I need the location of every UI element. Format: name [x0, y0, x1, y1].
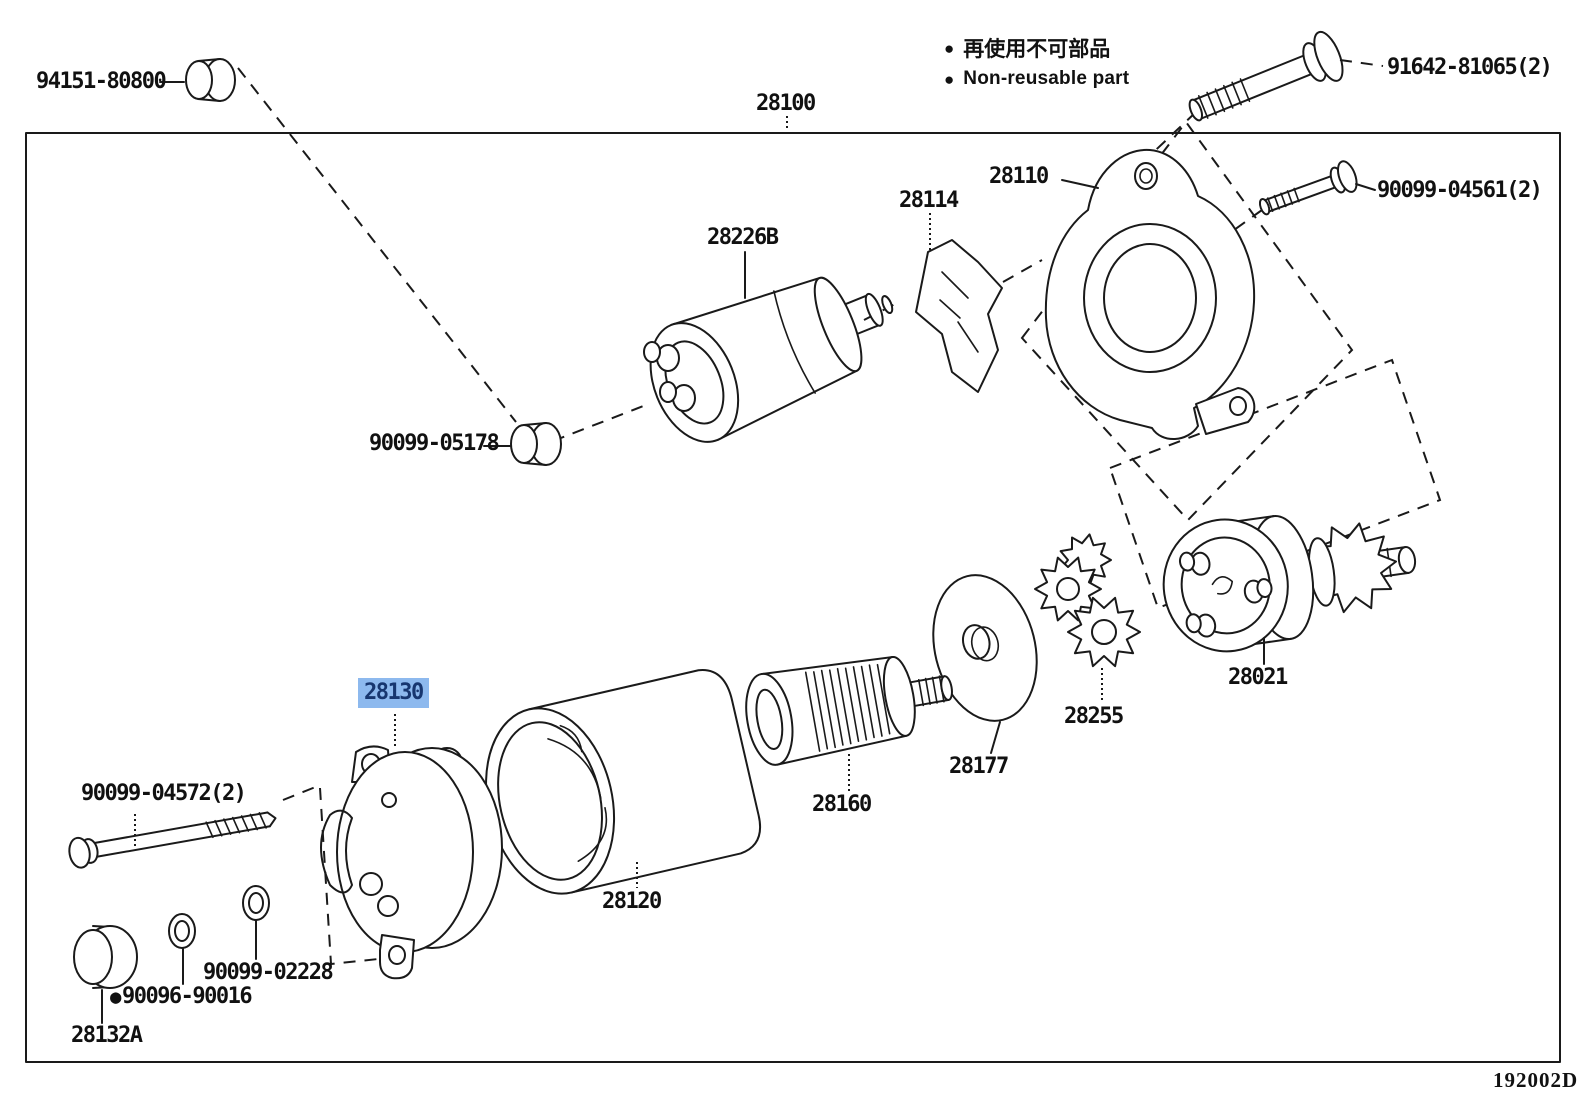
part-label-90099-04572[interactable]: 90099-04572(2) — [81, 781, 247, 806]
part-drawing-nut-94151 — [186, 59, 235, 101]
part-drawing-gears-28255 — [1035, 534, 1140, 666]
part-label-90099-05178[interactable]: 90099-05178 — [369, 431, 500, 456]
diagram-code: 192002D — [1493, 1068, 1579, 1092]
part-drawing-bolt-91642 — [1181, 28, 1348, 136]
assembly-label-28100[interactable]: 28100 — [756, 91, 816, 116]
part-drawing-oring-90016 — [169, 914, 195, 948]
part-label-28226B[interactable]: 28226B — [707, 225, 779, 250]
part-drawing-bolt-04572 — [67, 803, 278, 869]
legend-text-ja: 再使用不可部品 — [963, 37, 1111, 61]
part-drawing-bolt-04561 — [1255, 159, 1360, 223]
part-label-28177[interactable]: 28177 — [949, 754, 1009, 779]
leader-lines — [102, 60, 1383, 1023]
part-label-28110[interactable]: 28110 — [989, 164, 1049, 189]
part-label-28120[interactable]: 28120 — [602, 889, 662, 914]
part-label-28021[interactable]: 28021 — [1228, 665, 1288, 690]
part-drawing-lever-28114 — [916, 240, 1002, 392]
non-reusable-dot-icon: ● — [944, 69, 955, 89]
part-label-28130-highlighted[interactable]: 28130 — [358, 678, 429, 708]
part-drawing-washer-28177 — [919, 564, 1052, 732]
part-label-90099-04561[interactable]: 90099-04561(2) — [1377, 178, 1543, 203]
part-label-91642-81065[interactable]: 91642-81065(2) — [1387, 55, 1553, 80]
part-label-28160[interactable]: 28160 — [812, 792, 872, 817]
part-drawing-cap-28132A — [74, 926, 137, 988]
legend-row-en: ● Non-reusable part — [944, 68, 1129, 90]
diagram-border — [26, 133, 1560, 1062]
non-reusable-dot-icon: ● — [110, 986, 121, 1008]
legend-row-ja: ● 再使用不可部品 — [944, 33, 1129, 63]
part-label-28114[interactable]: 28114 — [899, 188, 959, 213]
part-drawing-housing-28110 — [1046, 150, 1254, 439]
part-label-28255[interactable]: 28255 — [1064, 704, 1124, 729]
part-drawing-oring-02228 — [243, 886, 269, 920]
part-label-90099-02228[interactable]: 90099-02228 — [203, 960, 334, 985]
part-drawing-endframe-28130 — [321, 746, 502, 978]
part-label-28132A[interactable]: 28132A — [71, 1023, 143, 1048]
part-label-90096-90016[interactable]: ●90096-90016 — [110, 984, 253, 1009]
legend: ● 再使用不可部品 ● Non-reusable part — [944, 33, 1129, 95]
part-drawing-nut-05178 — [511, 423, 561, 465]
part-drawing-armature-28160 — [740, 642, 960, 769]
part-drawing-clutch-28021 — [1155, 493, 1424, 659]
part-drawing-yoke-28120 — [468, 664, 766, 906]
legend-text-en: Non-reusable part — [963, 68, 1130, 89]
part-drawing-solenoid-28226B — [634, 246, 914, 455]
non-reusable-dot-icon: ● — [944, 38, 955, 58]
part-label-94151-80800[interactable]: 94151-80800 — [36, 69, 167, 94]
part-number-text: 90096-90016 — [121, 984, 253, 1009]
